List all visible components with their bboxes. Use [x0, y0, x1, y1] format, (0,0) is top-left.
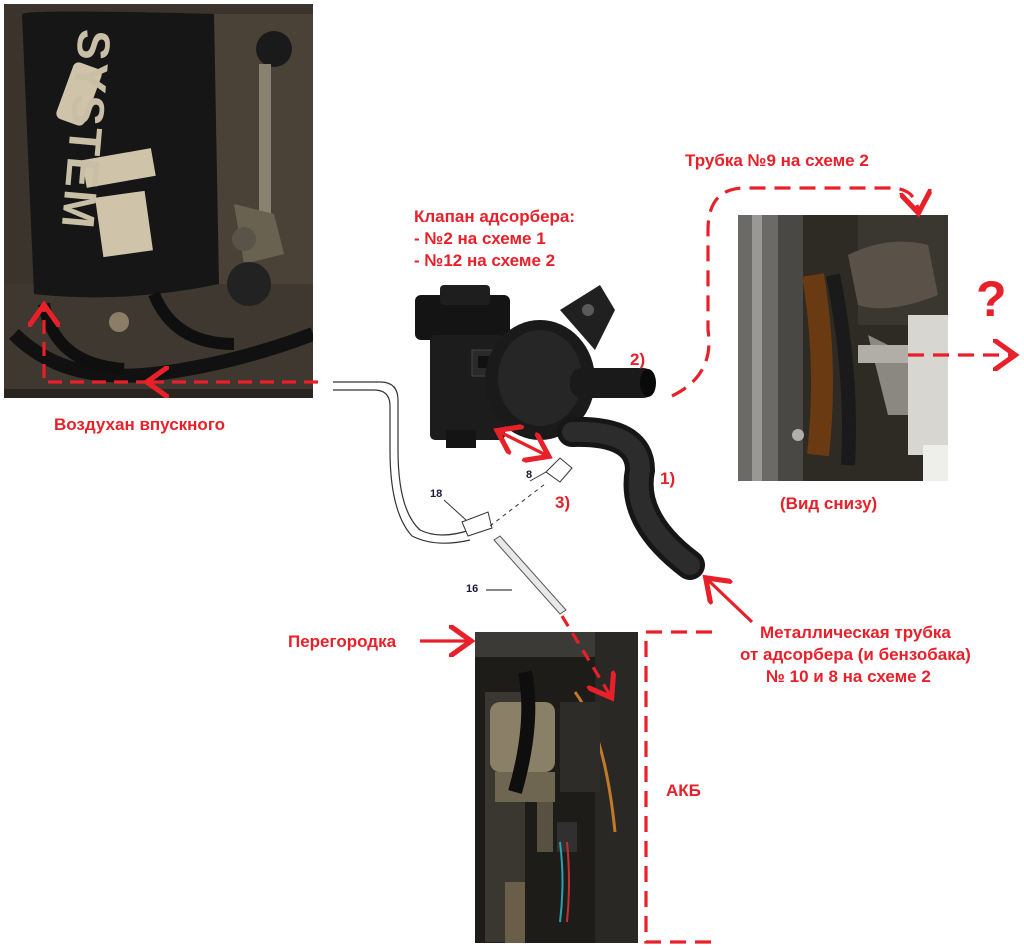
- battery-area-photo: [475, 632, 638, 943]
- battery-label: АКБ: [666, 781, 701, 800]
- valve-title: Клапан адсорбера:: [414, 207, 576, 226]
- part-number-18: 18: [430, 488, 443, 500]
- purge-valve-image: [410, 270, 660, 455]
- bottom-view-photo: [738, 215, 948, 481]
- port-2-label: 2): [630, 350, 646, 369]
- part-number-8: 8: [526, 469, 533, 481]
- partition-label: Перегородка: [288, 632, 397, 651]
- metal-tube-label-2: от адсорбера (и бензобака): [740, 645, 971, 664]
- valve-scheme2-label: - №12 на схеме 2: [414, 251, 556, 270]
- intake-label: Воздухан впускного: [54, 415, 226, 434]
- metal-tube-label-1: Металлическая трубка: [760, 623, 951, 642]
- part-number-16: 16: [466, 583, 479, 595]
- engine-intake-photo: SYSTEM: [4, 4, 313, 398]
- question-mark: ?: [976, 271, 1007, 327]
- bottom-view-label: (Вид снизу): [780, 494, 878, 513]
- valve-scheme1-label: - №2 на схеме 1: [414, 229, 546, 248]
- port-1-label: 1): [660, 469, 676, 488]
- port-3-label: 3): [555, 493, 571, 512]
- metal-tube-label-3: № 10 и 8 на схеме 2: [766, 667, 931, 686]
- tube9-label: Трубка №9 на схеме 2: [685, 151, 869, 170]
